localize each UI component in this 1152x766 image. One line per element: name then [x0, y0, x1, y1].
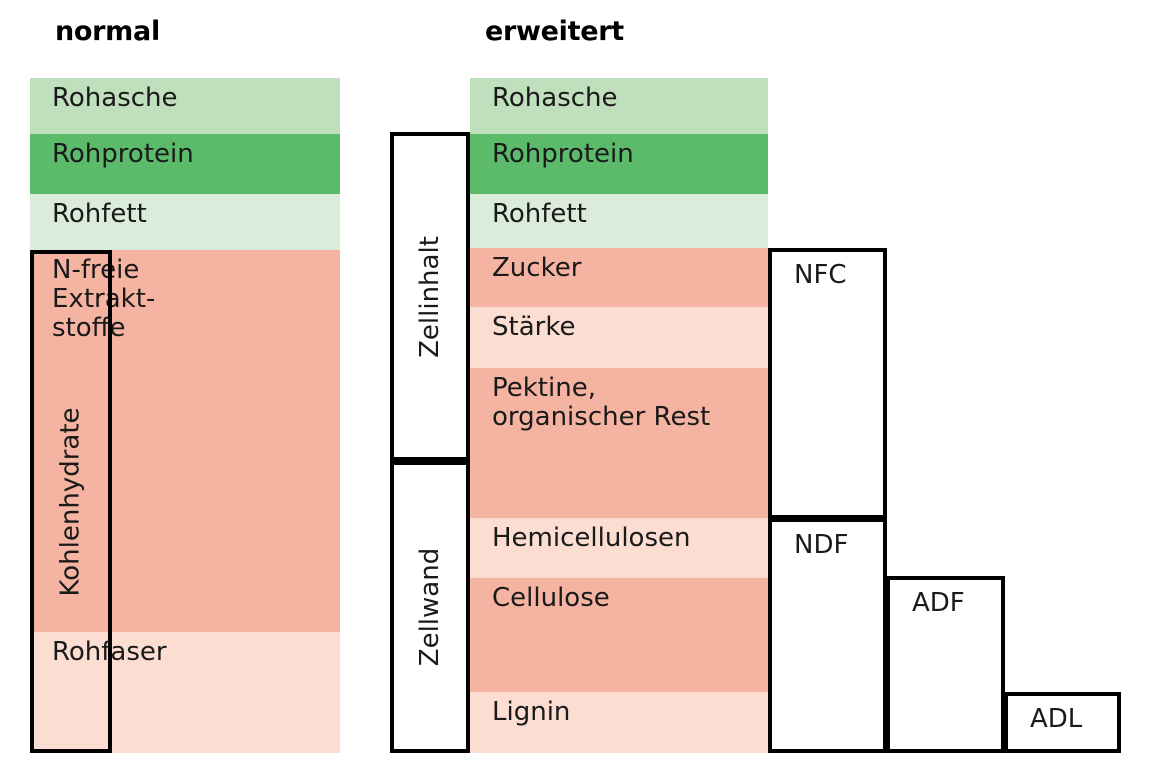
right-bracket-label: Zellwand [415, 547, 445, 667]
right-band-label: Rohfett [492, 199, 587, 229]
left-band-rohfaser: Rohfaser [30, 632, 340, 753]
fraction-box-ndf: NDF [768, 518, 887, 753]
right-bracket-zellwand: Zellwand [390, 461, 470, 753]
left-band-label: Rohasche [52, 83, 178, 113]
fraction-box-nfc: NFC [768, 248, 887, 519]
right-band-zucker: Zucker [470, 248, 768, 307]
right-bracket-zellinhalt: Zellinhalt [390, 132, 470, 461]
left-bracket-kohlenhydrate: Kohlenhydrate [30, 250, 112, 753]
left-band-label: Rohfett [52, 199, 147, 229]
fraction-box-adl: ADL [1004, 692, 1121, 753]
right-band-label: Stärke [492, 312, 576, 342]
left-band-n-freie-extrakt-stoffe: N-freie Extrakt- stoffe [30, 250, 340, 632]
right-band-cellulose: Cellulose [470, 578, 768, 692]
right-band-label: Hemicellulosen [492, 523, 691, 553]
column-title-erweitert: erweitert [485, 16, 624, 47]
right-bracket-label: Zellinhalt [415, 235, 446, 358]
left-bracket-label: Kohlenhydrate [56, 406, 86, 597]
right-band-rohfett: Rohfett [470, 194, 768, 248]
right-band-rohasche: Rohasche [470, 78, 768, 134]
left-band-rohprotein: Rohprotein [30, 134, 340, 194]
left-band-label: N-freie Extrakt- stoffe [52, 255, 156, 344]
right-band-label: Cellulose [492, 583, 610, 613]
right-band-lignin: Lignin [470, 692, 768, 753]
right-band-label: Rohprotein [492, 139, 634, 169]
column-title-normal: normal [55, 16, 160, 47]
left-band-rohasche: Rohasche [30, 78, 340, 134]
right-band-staerke: Stärke [470, 307, 768, 368]
left-band-label: Rohprotein [52, 139, 194, 169]
right-band-hemicellulosen: Hemicellulosen [470, 518, 768, 578]
fraction-box-label: ADF [912, 588, 965, 618]
fraction-box-adf: ADF [886, 576, 1005, 753]
fraction-box-label: NFC [794, 260, 847, 290]
fraction-box-label: NDF [794, 530, 849, 560]
right-band-rohprotein: Rohprotein [470, 134, 768, 194]
left-band-rohfett: Rohfett [30, 194, 340, 250]
fraction-box-label: ADL [1030, 704, 1083, 734]
right-band-label: Zucker [492, 253, 582, 283]
right-band-label: Rohasche [492, 83, 618, 113]
right-band-pektine-organischer-rest: Pektine, organischer Rest [470, 368, 768, 518]
right-band-label: Pektine, organischer Rest [492, 373, 711, 433]
right-band-label: Lignin [492, 697, 571, 727]
